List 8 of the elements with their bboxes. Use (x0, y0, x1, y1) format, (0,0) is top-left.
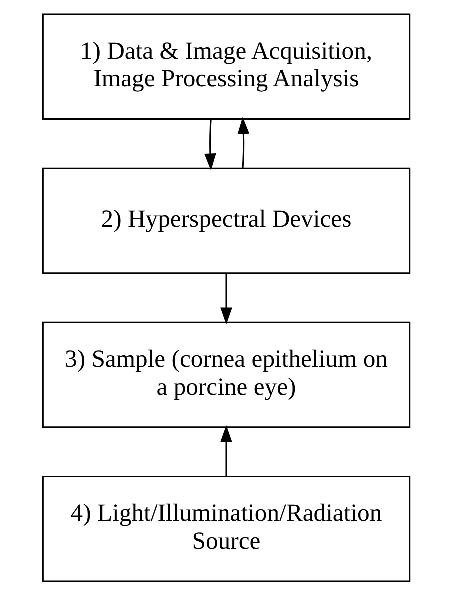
arrow (220, 274, 232, 325)
node-box: 1) Data & Image Acquisition, Image Processing Analysis (42, 14, 410, 120)
arrow (237, 117, 250, 168)
arrow (220, 425, 232, 476)
arrow (204, 120, 216, 171)
node-box: 2) Hyperspectral Devices (42, 168, 410, 274)
node-box: 4) Light/Illumination/Radiation Source (42, 476, 410, 582)
node-box: 3) Sample (cornea epithelium on a porcine eye) (42, 322, 410, 428)
